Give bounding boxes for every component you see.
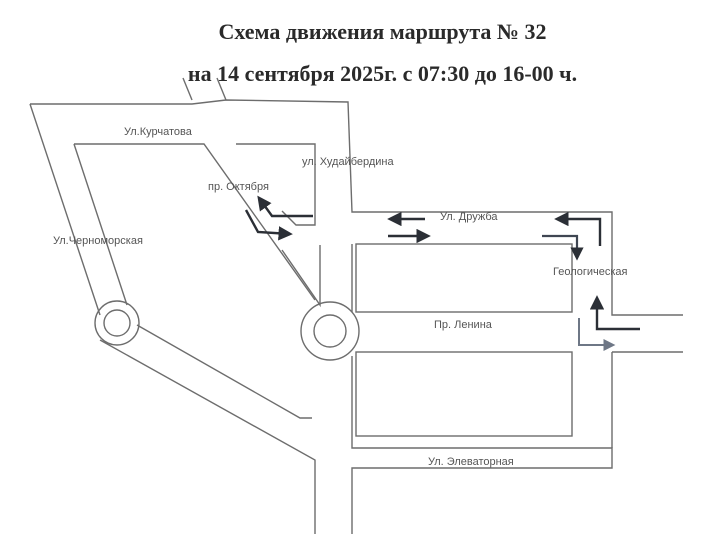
label-geologicheskaya: Геологическая — [553, 266, 628, 278]
route-arrow-lenina-east — [578, 318, 616, 351]
route-arrow-geologicheskaya-north — [589, 295, 640, 331]
roundabout-west-inner — [103, 309, 131, 337]
label-druzhba: Ул. Дружба — [440, 211, 498, 223]
road-diagonal-south-west — [99, 339, 316, 534]
label-oktyabrya: пр. Октября — [208, 181, 269, 193]
block-lenina-north — [355, 243, 573, 313]
route-arrow-geologicheskaya-turn-west — [554, 211, 602, 246]
roundabout-center — [300, 301, 360, 361]
route-arrow-geologicheskaya-south — [542, 234, 584, 261]
map-subtitle: на 14 сентября 2025г. с 07:30 до 16-00 ч… — [187, 61, 578, 86]
road-stub-left — [182, 77, 193, 101]
road-stub-right — [216, 77, 227, 101]
block-chernomorskaya-inner — [73, 143, 128, 306]
label-elevatornaya: Ул. Элеваторная — [428, 456, 514, 468]
route-arrow-oktyabrya-south — [244, 209, 293, 241]
label-kurchatova: Ул.Курчатова — [124, 126, 193, 138]
block-lenina-south — [355, 351, 573, 437]
label-chernomorskaya: Ул.Черноморская — [53, 235, 143, 247]
block-oktyabrya-south — [281, 245, 321, 308]
roundabout-center-inner — [313, 314, 347, 348]
block-kurchatova — [74, 143, 316, 301]
block-oktyabrya-north — [236, 143, 316, 226]
map-title: Схема движения маршрута № 32 — [218, 19, 547, 44]
block-diagonal-inner — [136, 324, 312, 419]
label-lenina: Пр. Ленина — [434, 319, 493, 331]
road-outline-north — [30, 99, 683, 316]
label-khudaiberdina: ул. Худайбердина — [302, 156, 394, 168]
route-arrow-oktyabrya-north — [257, 195, 313, 218]
roundabout-west — [94, 300, 140, 346]
road-chernomorskaya-outer — [29, 103, 101, 316]
road-elevatornaya-edge — [351, 356, 613, 534]
